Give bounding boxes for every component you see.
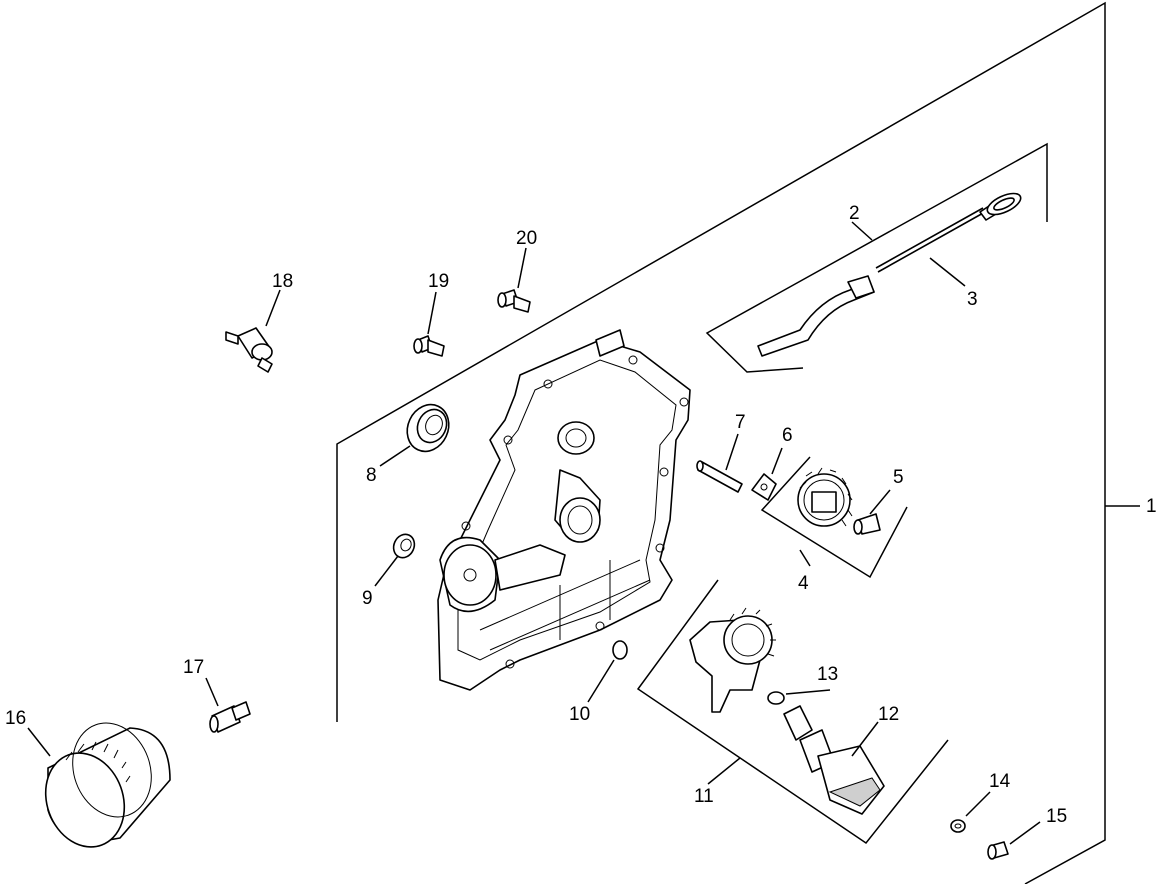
screw-19-part [413, 335, 445, 357]
oil-pump-frame-11 [636, 579, 949, 845]
callout-labels: 1 2 3 4 5 6 7 8 9 10 11 12 13 14 15 16 1… [5, 203, 1157, 827]
callout-9: 9 [362, 588, 373, 609]
washer-6-part [751, 473, 777, 501]
callout-18: 18 [272, 271, 293, 292]
callout-5: 5 [893, 467, 904, 488]
callout-8: 8 [366, 465, 377, 486]
o-ring-10-part [612, 640, 628, 660]
callout-20: 20 [516, 228, 537, 249]
callout-11: 11 [694, 786, 714, 807]
washer-14-part [950, 819, 966, 833]
callout-3: 3 [967, 289, 978, 310]
oil-seal-part [406, 403, 450, 453]
assembly-frame-1 [336, 1, 1140, 884]
callout-10: 10 [569, 704, 590, 725]
oil-pickup-part [783, 705, 885, 815]
callout-4: 4 [798, 573, 809, 594]
pin-5-part [853, 513, 881, 535]
callout-6: 6 [782, 425, 793, 446]
gear-4-part [797, 467, 853, 527]
o-ring-13-part [767, 691, 785, 705]
callout-19: 19 [428, 271, 449, 292]
screw-15-part [987, 841, 1009, 860]
shaft-pin-part [696, 460, 743, 493]
callout-17: 17 [183, 657, 204, 678]
callout-15: 15 [1046, 806, 1067, 827]
callout-7: 7 [735, 412, 746, 433]
closure-plate-part [437, 329, 691, 691]
gear-frame-4 [760, 456, 908, 579]
callout-2: 2 [849, 203, 860, 224]
screw-20-part [497, 289, 531, 313]
fitting-17-part [209, 701, 251, 733]
callout-12: 12 [878, 704, 899, 725]
oil-filter-part [44, 722, 171, 848]
callout-14: 14 [989, 771, 1011, 792]
leader-lines [27, 221, 1041, 845]
callout-16: 16 [5, 708, 26, 729]
plug-part [392, 533, 416, 559]
callout-1: 1 [1146, 496, 1157, 517]
dipstick-tube-part [757, 275, 875, 357]
callout-13: 13 [817, 664, 838, 685]
oil-pressure-switch-part [225, 327, 273, 373]
dipstick-frame-2 [705, 142, 1048, 373]
dipstick-part [875, 192, 1022, 273]
oil-pump-part [689, 607, 776, 713]
